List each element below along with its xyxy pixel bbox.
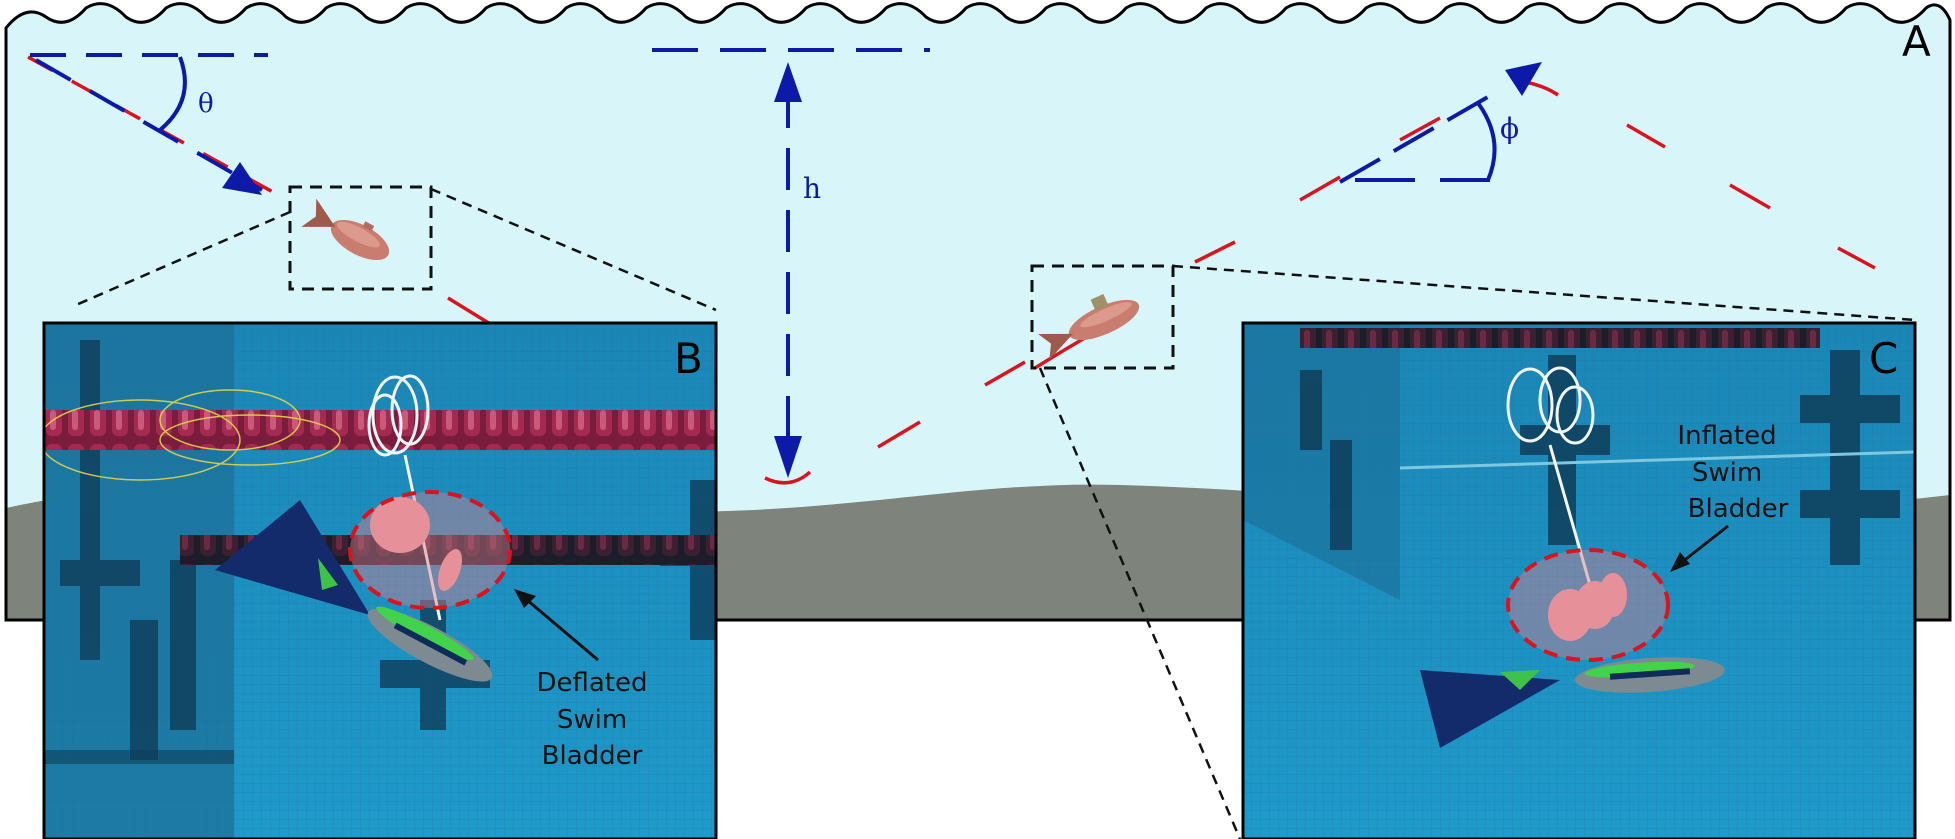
- fin-shape: [1420, 670, 1560, 748]
- selection-box-right: [1030, 264, 1175, 370]
- inflated-bladder-highlight: [1506, 548, 1670, 662]
- inflated-annotation: Inflated Swim Bladder: [1677, 421, 1788, 524]
- deflated-annotation: Deflated Swim Bladder: [536, 668, 647, 771]
- panel-b-label: B: [674, 334, 703, 383]
- angle-guides: [30, 48, 1501, 440]
- annotation-line: Bladder: [1688, 494, 1789, 524]
- phi-arc: [1476, 101, 1497, 181]
- inset-c-photo: C Inflated Swim Bladder: [1241, 321, 1917, 839]
- annotation-line: Inflated: [1677, 421, 1776, 451]
- swim-bladder-balloon-icon: [370, 497, 463, 591]
- lane-rope: [1300, 328, 1820, 348]
- deflated-bladder-highlight: [348, 490, 512, 610]
- robotic-fish-icon: [301, 198, 390, 261]
- zoom-connectors: [75, 187, 1916, 839]
- robotic-fish-icon: [1038, 294, 1140, 360]
- panel-c-label: C: [1869, 334, 1898, 383]
- annotation-line: Bladder: [542, 741, 643, 771]
- phi-arrowhead-icon: [1505, 62, 1542, 96]
- depth-label: h: [803, 172, 821, 205]
- selection-box-left: [288, 185, 433, 291]
- annotation-line: Swim: [557, 705, 627, 735]
- inset-b-photo: B Deflated Swim Bladder: [42, 321, 718, 839]
- annotation-arrow: [519, 592, 599, 662]
- swim-bladder-balloon-icon: [1548, 573, 1627, 641]
- phi-label: ϕ: [1500, 112, 1519, 145]
- theta-label: θ: [198, 89, 214, 119]
- annotation-line: Deflated: [536, 668, 647, 698]
- panel-a-label: A: [1902, 17, 1931, 66]
- h-up-arrowhead-icon: [774, 62, 802, 102]
- theta-arrowhead-icon: [222, 162, 262, 195]
- theta-arc: [158, 56, 187, 132]
- h-down-arrowhead-icon: [774, 436, 802, 478]
- annotation-line: Swim: [1692, 458, 1762, 488]
- arrowheads: [222, 62, 1542, 478]
